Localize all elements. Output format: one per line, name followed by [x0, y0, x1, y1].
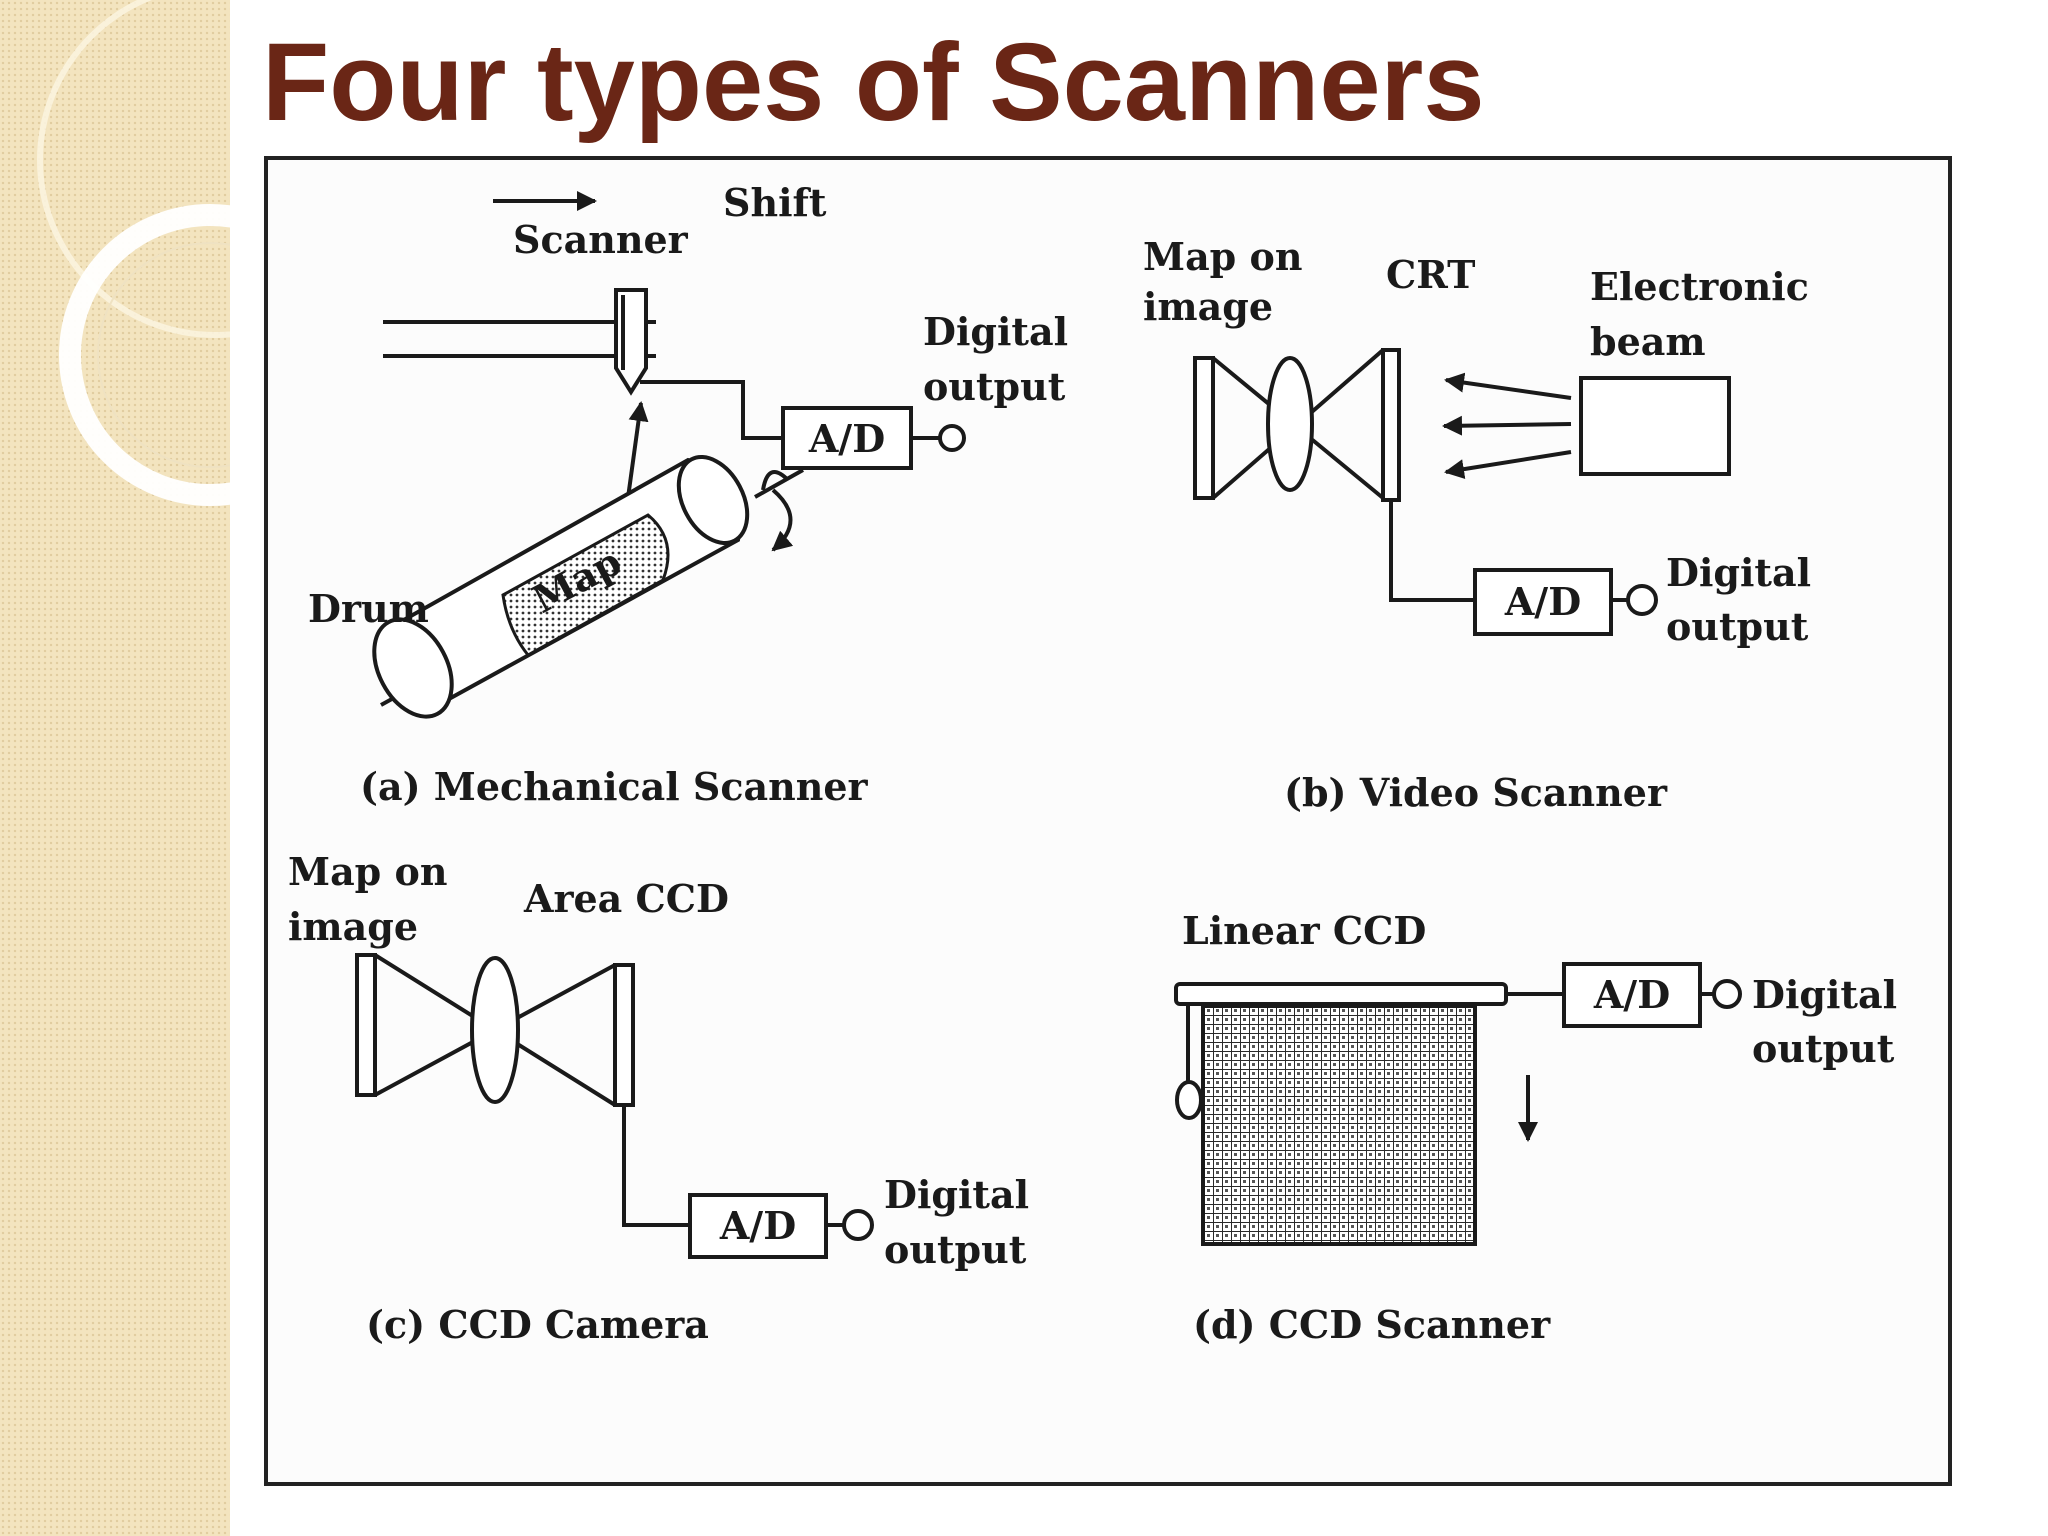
ad-label-a: A/D — [808, 416, 885, 461]
digital-label-a: Digital — [923, 309, 1068, 354]
scanner-label: Scanner — [513, 217, 689, 262]
image-label-c: image — [288, 904, 418, 949]
output-label-b: output — [1666, 604, 1809, 649]
digital-label-c: Digital — [884, 1172, 1029, 1217]
slide-title: Four types of Scanners — [262, 21, 1485, 144]
ad-box-b — [1473, 568, 1613, 636]
caption-a: (a) Mechanical Scanner — [360, 764, 869, 809]
ccd-side-knob — [1175, 1080, 1203, 1120]
drum: Map — [372, 455, 804, 719]
panel-ccd-scanner: Linear CCD A/D Digital output (d) CCD Sc… — [1174, 908, 1897, 1347]
ad-label-d: A/D — [1593, 972, 1670, 1017]
rotation-arrow-tail — [761, 470, 790, 491]
output-terminal-c — [842, 1209, 874, 1241]
ad-box-a — [781, 406, 913, 470]
beam-arrow-1 — [1444, 372, 1572, 400]
crt-plate — [1381, 348, 1401, 502]
map-plate-c — [355, 953, 377, 1097]
lens-b — [1266, 356, 1314, 492]
panel-ccd-camera: Map on image Area CCD A/D Digital output… — [288, 849, 1029, 1347]
beam-label: beam — [1590, 319, 1706, 364]
area-ccd-plate — [613, 963, 635, 1107]
digital-label-d: Digital — [1752, 972, 1897, 1017]
map-on-label-c: Map on — [288, 849, 447, 894]
map-sheet — [501, 513, 670, 657]
map-on-label-b: Map on — [1143, 234, 1302, 279]
rotation-arrow — [771, 488, 794, 552]
decorative-side-strip — [0, 0, 230, 1536]
scanner-head — [614, 288, 648, 396]
scanner-types-figure: Shift Scanner A/D Digital output — [264, 156, 1952, 1486]
drum-end-right — [676, 455, 750, 545]
output-terminal-d — [1712, 979, 1742, 1009]
wire-a — [640, 380, 783, 440]
digital-label-b: Digital — [1666, 550, 1811, 595]
output-label-c: output — [884, 1227, 1027, 1272]
beam-arrow-2 — [1442, 415, 1572, 436]
beam-source — [1579, 376, 1731, 476]
ad-box-d — [1562, 962, 1702, 1028]
output-terminal-a — [938, 424, 966, 452]
document-grid — [1201, 1004, 1477, 1246]
area-ccd-label: Area CCD — [523, 876, 729, 921]
drum-axle-right — [754, 468, 804, 499]
electronic-label: Electronic — [1590, 264, 1809, 309]
drum-end-left — [372, 617, 454, 719]
shift-label: Shift — [723, 180, 827, 225]
drum-label: Drum — [308, 586, 429, 631]
caption-b: (b) Video Scanner — [1284, 770, 1668, 815]
output-label-a: output — [923, 364, 1066, 409]
panel-video-scanner: Map on image CRT Electronic beam A/D Dig… — [1143, 234, 1811, 815]
wire-c — [622, 1105, 690, 1227]
lens-c — [470, 956, 520, 1104]
output-label-d: output — [1752, 1026, 1895, 1071]
scanner-diagram: Shift Scanner A/D Digital output — [288, 180, 1897, 1347]
output-terminal-b — [1626, 584, 1658, 616]
wire-b — [1389, 500, 1475, 602]
caption-c: (c) CCD Camera — [366, 1302, 709, 1347]
beam-arrow-3 — [1444, 450, 1572, 480]
caption-d: (d) CCD Scanner — [1193, 1302, 1551, 1347]
linear-ccd-label: Linear CCD — [1182, 908, 1426, 953]
crt-label: CRT — [1386, 252, 1475, 297]
image-label-b: image — [1143, 284, 1273, 329]
decorative-rings — [37, 0, 230, 506]
linear-ccd-bar — [1174, 982, 1508, 1006]
ad-label-c: A/D — [719, 1203, 796, 1248]
panel-mechanical-scanner: Shift Scanner A/D Digital output — [308, 180, 1068, 809]
ad-label-b: A/D — [1504, 579, 1581, 624]
map-plate-b — [1193, 356, 1215, 500]
ad-box-c — [688, 1193, 828, 1259]
